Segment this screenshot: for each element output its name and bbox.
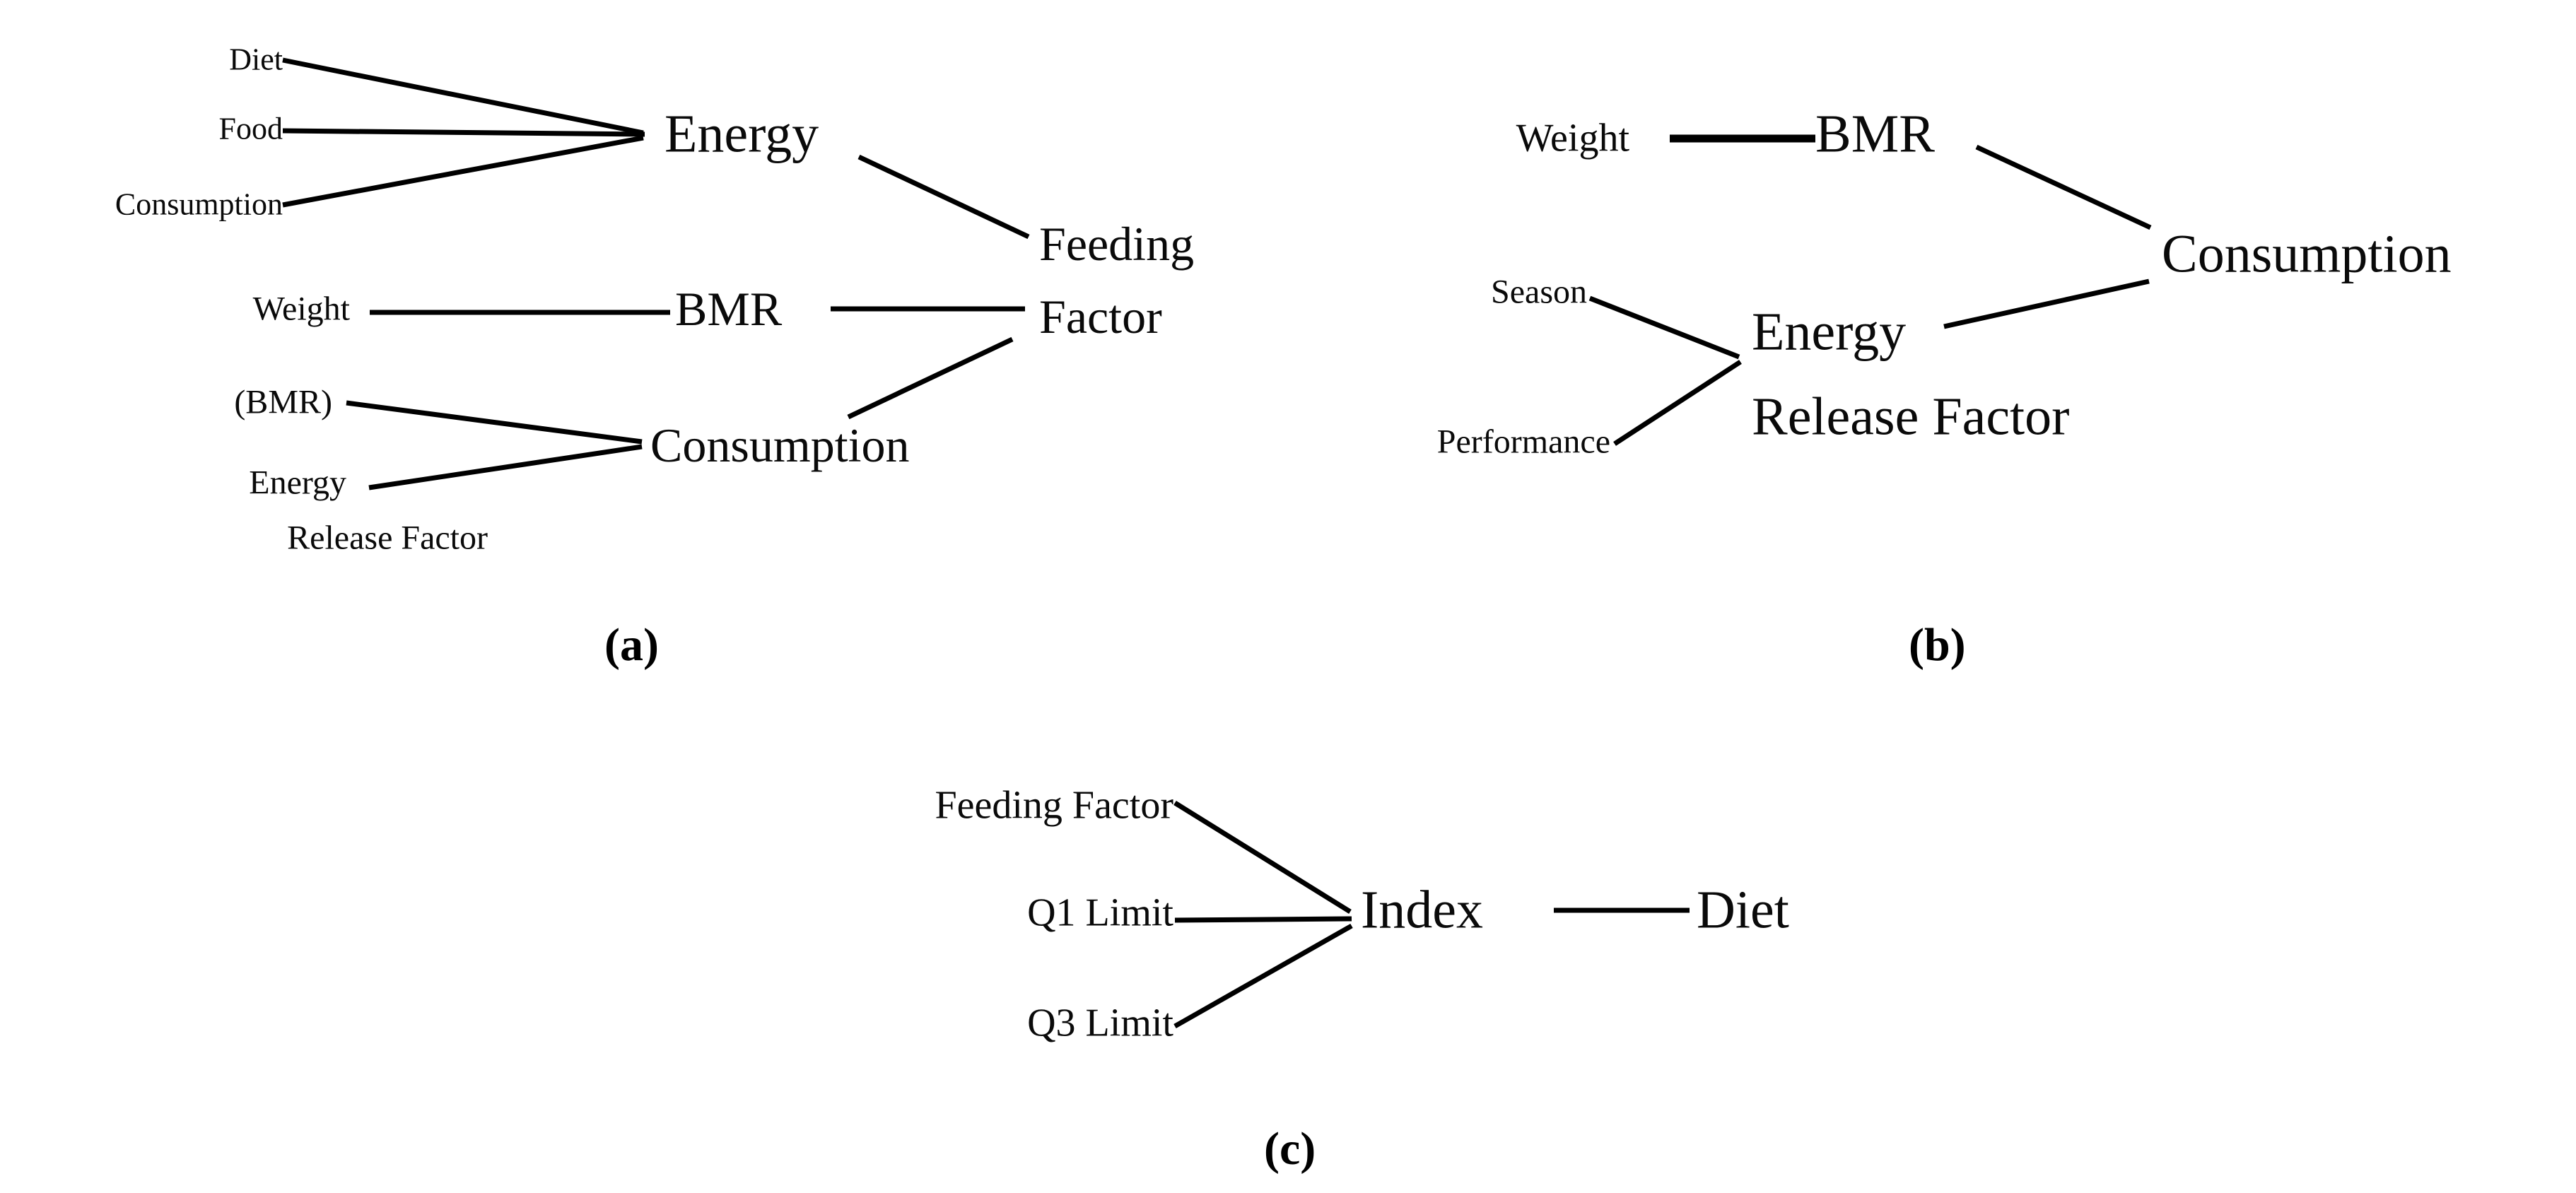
edge-a-diet-energy bbox=[282, 57, 644, 136]
edge-a-energy-feeding bbox=[857, 154, 1030, 240]
node-a-feeding[interactable]: Feeding bbox=[1039, 216, 1195, 271]
edge-a-bmr-paren-consumption bbox=[346, 400, 643, 445]
node-a-consumption[interactable]: Consumption bbox=[650, 418, 910, 472]
edge-b-bmr-consumption bbox=[1975, 144, 2152, 230]
node-a-bmr-parenthesized[interactable]: (BMR) bbox=[234, 383, 332, 421]
node-a-energy[interactable]: Energy bbox=[665, 104, 819, 164]
edge-a-consumption-energy bbox=[282, 135, 644, 208]
node-b-performance[interactable]: Performance bbox=[1436, 423, 1610, 461]
edge-b-performance-energy bbox=[1613, 360, 1742, 446]
node-c-q1-limit[interactable]: Q1 Limit bbox=[1027, 891, 1173, 935]
edge-b-season-energy bbox=[1588, 295, 1740, 360]
node-b-bmr[interactable]: BMR bbox=[1815, 104, 1935, 164]
edge-b-energy-consumption bbox=[1943, 278, 2150, 329]
edge-c-q3-index bbox=[1173, 923, 1353, 1029]
node-a-weight[interactable]: Weight bbox=[252, 290, 350, 328]
node-c-q3-limit[interactable]: Q3 Limit bbox=[1027, 1001, 1173, 1045]
edge-a-consumption-factor bbox=[847, 336, 1014, 420]
edge-c-feeding-index bbox=[1173, 801, 1352, 914]
node-a-diet[interactable]: Diet bbox=[229, 42, 283, 77]
edge-a-food-energy bbox=[282, 128, 645, 137]
node-a-energy-release-energy-line[interactable]: Energy bbox=[249, 464, 346, 502]
node-b-energy[interactable]: Energy bbox=[1752, 302, 1907, 362]
node-b-energy-release-factor[interactable]: Release Factor bbox=[1752, 387, 2070, 447]
edge-a-energy-release-consumption bbox=[368, 444, 643, 490]
node-a-bmr[interactable]: BMR bbox=[675, 281, 783, 336]
node-b-consumption[interactable]: Consumption bbox=[2162, 224, 2452, 284]
node-b-season[interactable]: Season bbox=[1491, 273, 1587, 311]
caption-panel-a: (a) bbox=[604, 619, 659, 671]
node-a-consumption-input[interactable]: Consumption bbox=[115, 187, 283, 222]
node-a-factor[interactable]: Factor bbox=[1039, 289, 1162, 343]
node-a-energy-release-factor-line[interactable]: Release Factor bbox=[287, 519, 488, 557]
node-c-feeding-factor[interactable]: Feeding Factor bbox=[935, 783, 1173, 828]
caption-panel-c: (c) bbox=[1264, 1123, 1316, 1175]
node-c-diet[interactable]: Diet bbox=[1697, 880, 1789, 940]
node-b-weight[interactable]: Weight bbox=[1516, 116, 1629, 160]
node-c-index[interactable]: Index bbox=[1361, 880, 1484, 940]
node-a-food[interactable]: Food bbox=[218, 111, 283, 146]
edge-c-q1-index bbox=[1174, 916, 1352, 923]
caption-panel-b: (b) bbox=[1909, 619, 1966, 671]
